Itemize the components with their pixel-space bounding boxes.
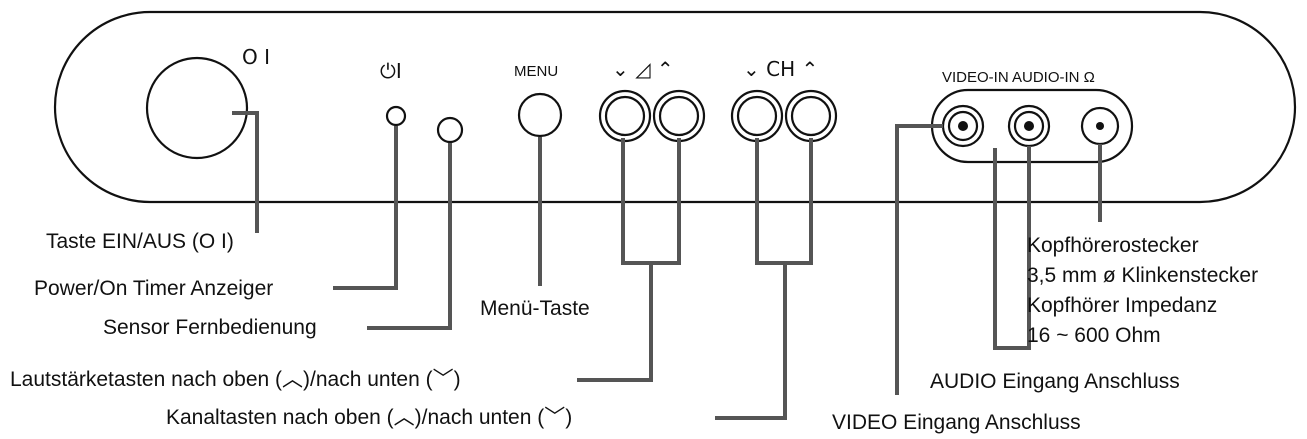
leader-power-indicator — [333, 126, 398, 290]
power-symbol-label: O I — [242, 45, 270, 69]
callout-audio-in: AUDIO Eingang Anschluss — [930, 370, 1180, 393]
callout-headphone-line4: 16 ~ 600 Ohm — [1027, 324, 1161, 347]
callout-headphone-line2: 3,5 mm ø Klinkenstecker — [1027, 264, 1258, 287]
remote-sensor — [436, 116, 464, 144]
menu-panel-label: MENU — [514, 63, 558, 80]
volume-down-button[interactable] — [598, 89, 652, 143]
callout-remote-sensor: Sensor Fernbedienung — [103, 316, 317, 339]
audio-in-jack[interactable] — [1007, 104, 1051, 148]
callout-channel-keys: Kanaltasten nach oben (︿)/nach unten (﹀) — [166, 406, 572, 429]
leader-audio-in — [993, 146, 1031, 350]
volume-up-button[interactable] — [652, 89, 706, 143]
volume-panel-label: ⌄ ◿ ⌃ — [612, 57, 674, 81]
callout-video-in: VIDEO Eingang Anschluss — [832, 411, 1081, 434]
video-in-jack[interactable] — [941, 104, 985, 148]
headphone-jack[interactable] — [1080, 106, 1120, 146]
channel-down-button[interactable] — [730, 89, 784, 143]
callout-power-indicator: Power/On Timer Anzeiger — [34, 277, 273, 300]
leader-power-button — [232, 111, 259, 233]
leader-remote-sensor — [367, 143, 452, 330]
panel-outline — [53, 10, 1297, 204]
leader-volume-keys — [577, 138, 681, 382]
callout-power-button: Taste EIN/AUS (O I) — [46, 230, 234, 253]
menu-button[interactable] — [517, 92, 563, 138]
power-indicator-led — [385, 105, 407, 127]
inputs-panel-label: VIDEO-IN AUDIO-IN Ω — [942, 69, 1095, 86]
power-button[interactable] — [145, 56, 249, 160]
callout-menu-key: Menü-Taste — [480, 297, 590, 320]
callout-headphone-line1: Kopfhörerostecker — [1027, 234, 1199, 257]
jack-housing — [930, 88, 1134, 164]
standby-symbol-label: ⏻I — [380, 59, 402, 83]
channel-panel-label: ⌄ CH ⌃ — [743, 57, 818, 81]
channel-up-button[interactable] — [784, 89, 838, 143]
callout-headphone-line3: Kopfhörer Impedanz — [1027, 294, 1217, 317]
leader-channel-keys — [715, 138, 813, 420]
callout-volume-keys: Lautstärketasten nach oben (︿)/nach unte… — [10, 368, 461, 391]
leader-video-in — [895, 124, 943, 395]
